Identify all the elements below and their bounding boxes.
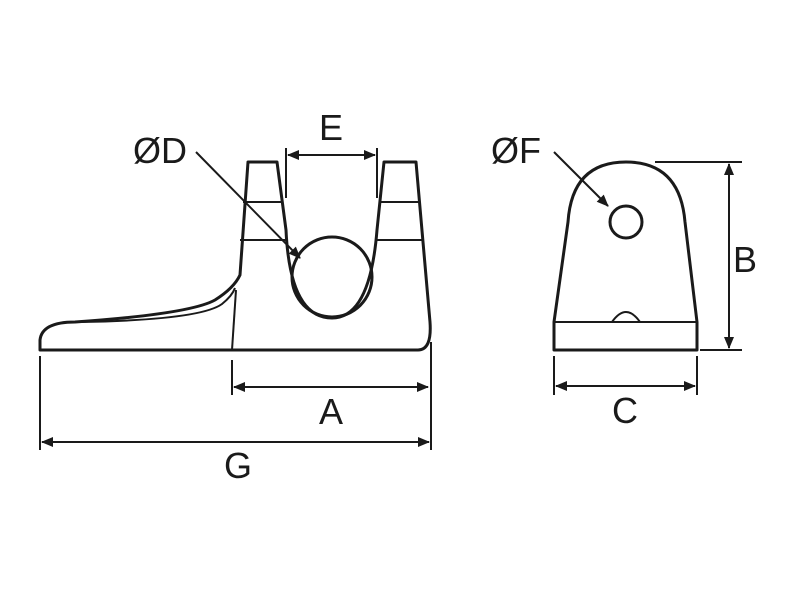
dimension-E: E: [285, 107, 378, 198]
label-E: E: [319, 107, 343, 148]
label-D: ØD: [133, 130, 187, 171]
dimension-D: ØD: [133, 130, 301, 259]
dimension-F: ØF: [491, 130, 609, 207]
leader-line-F: [553, 151, 609, 207]
pin-circle: [290, 235, 374, 319]
label-F: ØF: [491, 130, 541, 171]
front-view: [552, 160, 699, 352]
dimension-C: C: [553, 356, 698, 431]
label-A: A: [319, 391, 343, 432]
label-C: C: [612, 390, 638, 431]
upper-hole-circle: [608, 204, 644, 240]
lower-hole-arc: [611, 311, 641, 323]
dimension-B: B: [655, 161, 757, 351]
side-view-outline: [38, 160, 432, 352]
label-B: B: [733, 239, 757, 280]
flange-contour-line: [79, 287, 236, 323]
side-view: [38, 160, 432, 352]
body-edge-line: [231, 289, 237, 351]
label-G: G: [224, 445, 252, 486]
dimension-A: A: [231, 360, 429, 432]
front-view-outline: [552, 160, 699, 352]
leader-line-D: [195, 151, 301, 259]
dimension-G: G: [39, 342, 432, 486]
